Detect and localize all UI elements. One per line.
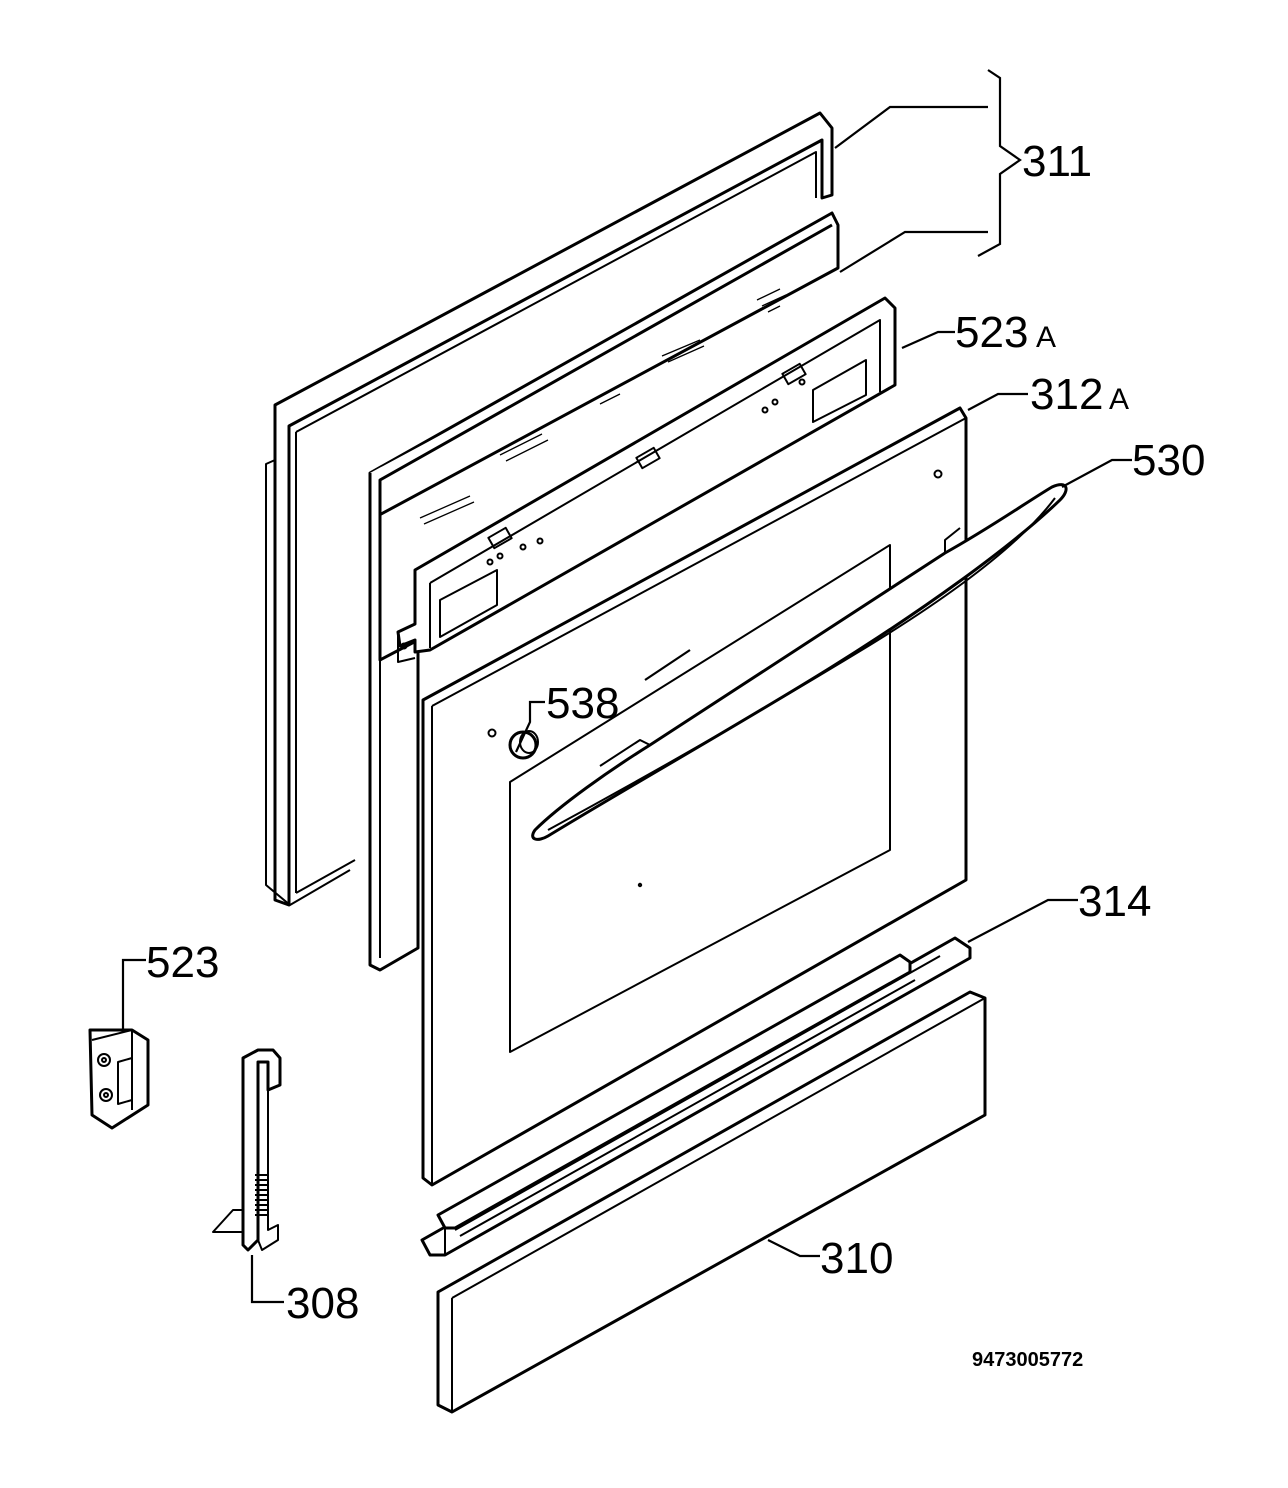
leader-311-upper — [834, 105, 988, 149]
part-308-latch — [212, 1048, 282, 1252]
leader-308 — [250, 1255, 284, 1304]
part-311-outer-frame — [265, 111, 834, 907]
part-314-bottom-rail — [420, 936, 972, 1257]
label-523: 523 — [146, 938, 219, 987]
leader-523a — [901, 330, 955, 350]
leader-538 — [515, 700, 545, 753]
part-530-handle — [531, 483, 1068, 841]
bracket-311 — [977, 69, 1022, 257]
leader-530 — [1061, 458, 1132, 488]
part-523-hinge-clip — [88, 1028, 150, 1130]
label-308: 308 — [286, 1279, 359, 1328]
label-310: 310 — [820, 1234, 893, 1283]
label-312a-suffix: A — [1109, 383, 1129, 416]
part-523a-bracket — [396, 296, 897, 663]
label-311: 311 — [1022, 137, 1092, 186]
leader-310 — [767, 1239, 820, 1258]
leader-312a — [967, 392, 1028, 411]
glass-reflection-marks — [419, 288, 787, 525]
part-312a-front-panel — [421, 406, 968, 1187]
label-314: 314 — [1078, 877, 1151, 926]
callout-labels: 311 523 A 312 A 530 538 314 523 310 308 … — [146, 137, 1205, 1371]
leader-glass-detail — [644, 649, 691, 681]
label-538: 538 — [546, 679, 619, 728]
label-312a: 312 — [1030, 370, 1103, 419]
leader-lines — [121, 69, 1132, 1304]
label-523a-suffix: A — [1036, 321, 1056, 354]
leader-523 — [121, 958, 146, 1030]
label-523a: 523 — [955, 308, 1028, 357]
leader-314 — [967, 898, 1078, 943]
drawing-number: 9473005772 — [972, 1349, 1083, 1371]
part-311-glass-pane — [368, 211, 840, 972]
leader-311-lower — [839, 230, 988, 273]
part-310-cover-strip — [436, 990, 987, 1414]
label-530: 530 — [1132, 436, 1205, 485]
